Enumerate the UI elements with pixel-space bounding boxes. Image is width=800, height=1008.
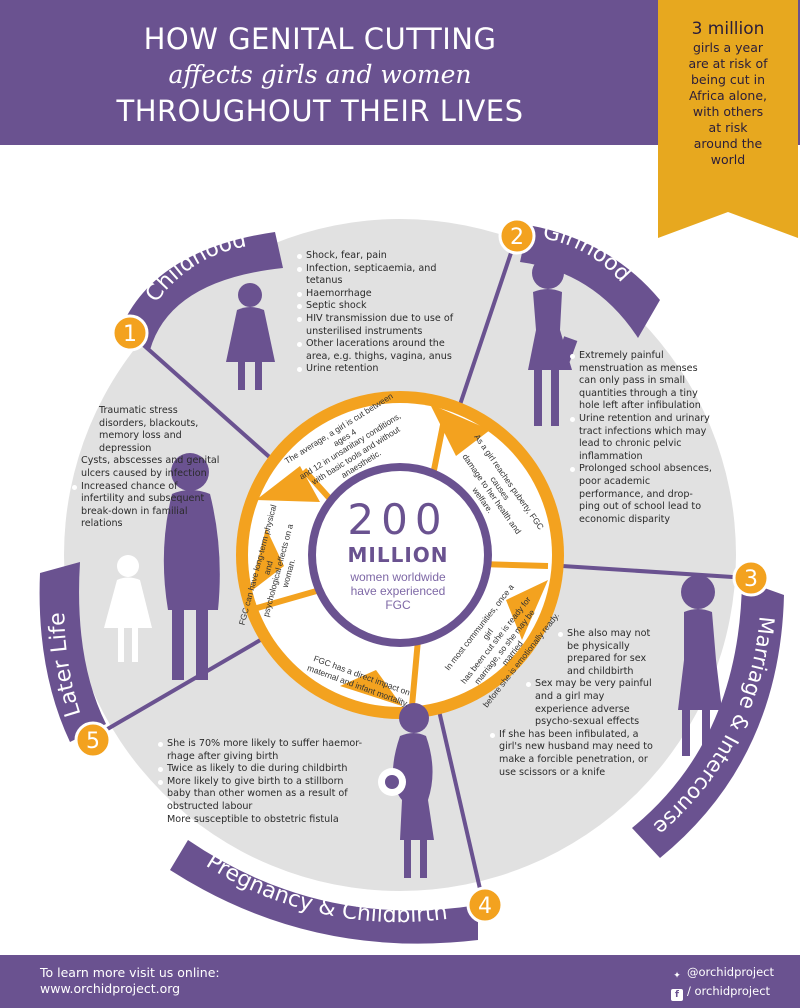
badge-3: 3 (744, 567, 758, 592)
fact-item: She is 70% more likely to suffer haemor-… (158, 738, 368, 763)
ribbon-line: with others (692, 104, 764, 119)
silhouettes (163, 257, 722, 878)
fact-item: If she has been infibulated, a girl's ne… (490, 729, 660, 779)
fact-item: Increased chance of infertility and subs… (72, 481, 222, 531)
fact-item: Haemorrhage (297, 288, 467, 301)
woman-silhouette (678, 575, 722, 756)
banner-later-life (39, 562, 106, 742)
pregnant-woman-silhouette (392, 703, 434, 878)
badge-1: 1 (123, 322, 137, 347)
center-number: 200 (347, 495, 449, 544)
banner-pregnancy (170, 840, 478, 944)
pregnancy-facts: She is 70% more likely to suffer haemor-… (158, 738, 368, 826)
footer-band (0, 955, 800, 1008)
badge-4: 4 (478, 894, 492, 919)
fact-item: She also may not be physically prepared … (558, 628, 660, 678)
fact-item: Extremely painful menstruation as menses… (570, 350, 712, 413)
fact-item: Shock, fear, pain (297, 250, 467, 263)
fact-item: Urine retention and urinary tract infect… (570, 413, 712, 463)
footer-url[interactable]: www.orchidproject.org (40, 981, 181, 996)
white-child-silhouette (104, 555, 152, 662)
facebook-link[interactable]: f/ orchidproject (670, 982, 774, 1001)
center-subtitle: women worldwide have experienced FGC (322, 570, 474, 612)
ribbon-line: world (710, 152, 746, 167)
twitter-icon: ✦ (673, 971, 681, 981)
ring-arrows (250, 404, 548, 706)
fact-item: Prolonged school absences, poor academic… (570, 463, 712, 526)
twitter-link[interactable]: ✦ @orchidproject (671, 963, 774, 982)
facebook-handle: / orchidproject (686, 984, 771, 998)
footer-left: To learn more visit us online: www.orchi… (40, 965, 220, 997)
ribbon-highlight: 3 million (691, 19, 765, 39)
fact-item: Traumatic stress disorders, blackouts, m… (90, 405, 222, 455)
childhood-facts: Shock, fear, pain Infection, septicaemia… (297, 250, 467, 376)
ribbon-line: are at risk of (688, 56, 768, 71)
marriage-facts: She also may not be physically prepared … (490, 628, 660, 779)
fact-item: HIV transmission due to use of unsterili… (297, 313, 467, 338)
fact-item: Cysts, abscesses and genital ulcers caus… (72, 455, 222, 480)
footer-social: ✦ @orchidproject f/ orchidproject (670, 963, 774, 1001)
center-line-1: women worldwide (350, 570, 446, 584)
later-life-facts: Traumatic stress disorders, blackouts, m… (72, 405, 222, 531)
title-line-1: HOW GENITAL CUTTING (143, 22, 497, 56)
banner-childhood (118, 232, 283, 350)
ribbon-line: Africa alone, (689, 88, 767, 103)
ribbon-line: at risk (708, 120, 748, 135)
baby-in-womb (378, 768, 406, 796)
fact-item: More susceptible to obstetric fistula (158, 814, 368, 827)
title-line-2: affects girls and women (168, 60, 472, 89)
girlhood-facts: Extremely painful menstruation as menses… (570, 350, 712, 526)
girl-silhouette (528, 257, 578, 426)
fact-item: More likely to give birth to a stillborn… (158, 776, 368, 814)
child-silhouette (226, 283, 275, 390)
stage-badges: 1 2 3 4 5 (74, 217, 770, 924)
fact-item: Urine retention (297, 363, 467, 376)
fact-item: Sex may be very painful and a girl may e… (526, 678, 660, 728)
ribbon-line: around the (693, 136, 763, 151)
fact-item: Twice as likely to die during childbirth (158, 763, 368, 776)
banner-marriage (632, 580, 784, 858)
footer-line-1: To learn more visit us online: (40, 965, 220, 980)
center-inner (316, 471, 484, 639)
center-line-3: FGC (385, 598, 411, 612)
ribbon-line: girls a year (692, 40, 764, 55)
fact-item: Septic shock (297, 300, 467, 313)
twitter-handle: @orchidproject (686, 965, 774, 979)
center-unit: MILLION (347, 543, 449, 567)
stat-ribbon (658, 0, 798, 238)
badge-5: 5 (86, 729, 100, 754)
ribbon-text: 3 million girls a year are at risk of be… (662, 18, 794, 168)
ribbon-line: being cut in (691, 72, 765, 87)
title-line-3: THROUGHOUT THEIR LIVES (116, 94, 524, 128)
center-line-2: have experienced (350, 584, 446, 598)
facebook-icon: f (670, 989, 683, 1001)
fact-item: Other lacerations around the area, e.g. … (297, 338, 467, 363)
fact-item: Infection, septicaemia, and tetanus (297, 263, 467, 288)
badge-2: 2 (510, 225, 524, 250)
older-woman-silhouette (163, 453, 220, 680)
banner-girlhood (520, 225, 660, 338)
